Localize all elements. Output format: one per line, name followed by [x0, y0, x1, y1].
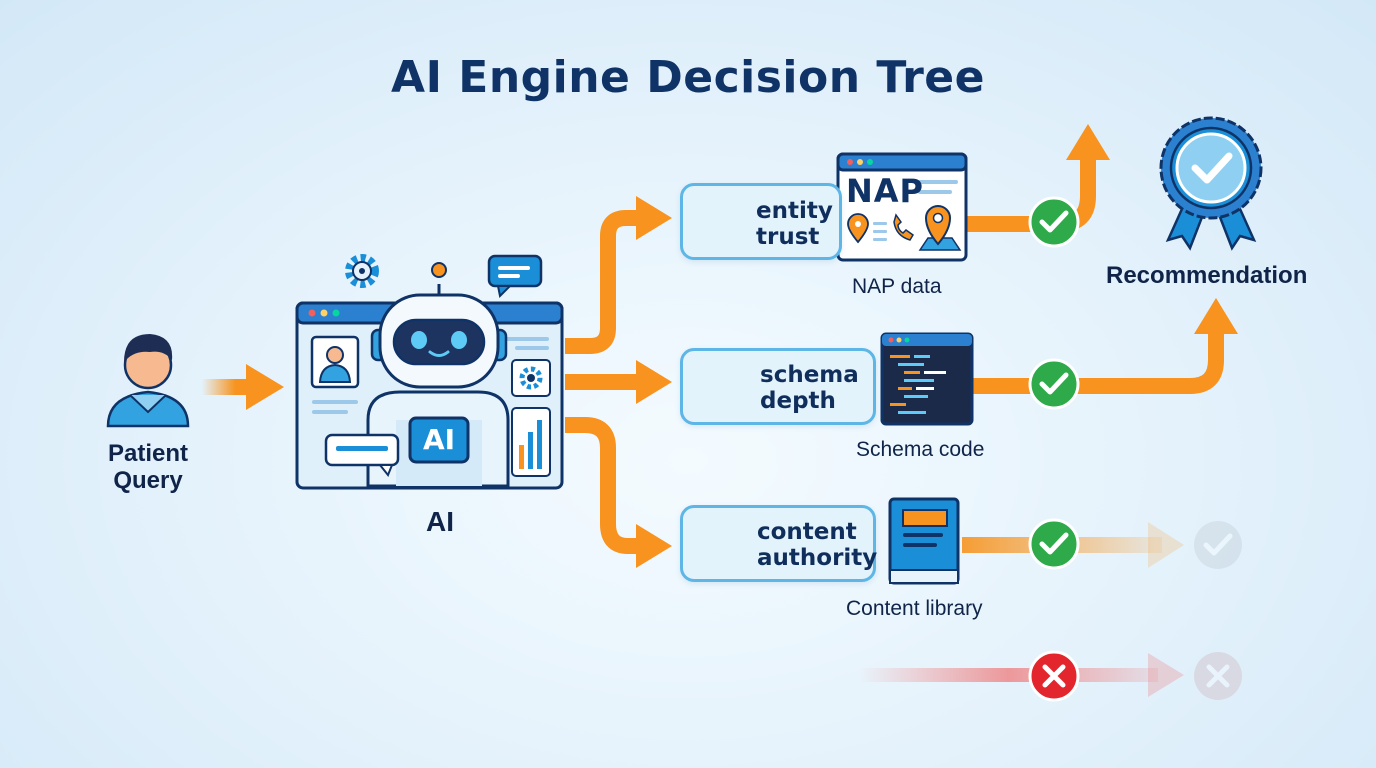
faded-check-icon: [1194, 521, 1242, 569]
faded-cross-icon: [1194, 652, 1242, 700]
criterion-label-content-authority-line1: content: [757, 519, 857, 545]
check-icon-schema-depth: [1028, 358, 1080, 410]
recommendation-badge-icon: [1159, 116, 1263, 251]
ai-badge-text: AI: [422, 423, 456, 456]
criterion-box-content-authority: [680, 505, 876, 582]
nap-data-card: [836, 152, 968, 262]
ai-engine-label: AI: [426, 506, 454, 537]
content-library-book-icon: [888, 497, 960, 585]
recommendation-label: Recommendation: [1106, 262, 1308, 289]
patient-query-label: Patient Query: [88, 440, 208, 494]
ai-engine-illustration: [295, 254, 564, 490]
asset-label-content-library: Content library: [846, 597, 983, 620]
patient-icon: [106, 334, 190, 428]
criterion-label-entity-trust-line2: trust: [756, 224, 820, 250]
input-arrow: [202, 364, 284, 410]
criterion-label-schema-depth-line1: schema: [760, 362, 859, 388]
output-arrow-schema-depth: [972, 298, 1238, 394]
criterion-label-entity-trust-line1: entity: [756, 198, 833, 224]
patient-query-label-line1: Patient: [107, 440, 188, 467]
criterion-label-entity-trust: entity trust: [756, 198, 833, 250]
asset-label-nap-data: NAP data: [852, 275, 942, 298]
criterion-box-entity-trust: [680, 183, 842, 260]
check-icon-content-authority: [1028, 518, 1080, 570]
nap-card-text: NAP: [846, 172, 924, 210]
criterion-label-content-authority-line2: authority: [757, 545, 878, 571]
criterion-label-schema-depth-line2: depth: [760, 388, 836, 414]
criterion-box-schema-depth: [680, 348, 876, 425]
branch-arrow-schema-depth: [565, 360, 672, 404]
patient-query-label-line2: Query: [113, 467, 183, 494]
check-icon-entity-trust: [1028, 196, 1080, 248]
page-title: AI Engine Decision Tree: [391, 52, 985, 103]
schema-code-card: [880, 332, 974, 426]
criterion-label-content-authority: content authority: [757, 519, 877, 571]
rejected-arrow: [858, 653, 1184, 697]
branch-arrow-entity-trust: [565, 196, 672, 354]
branch-arrow-content-authority: [565, 417, 672, 568]
asset-label-schema-code: Schema code: [856, 438, 985, 461]
criterion-label-schema-depth: schema depth: [760, 362, 859, 414]
cross-icon-rejected: [1028, 650, 1080, 702]
